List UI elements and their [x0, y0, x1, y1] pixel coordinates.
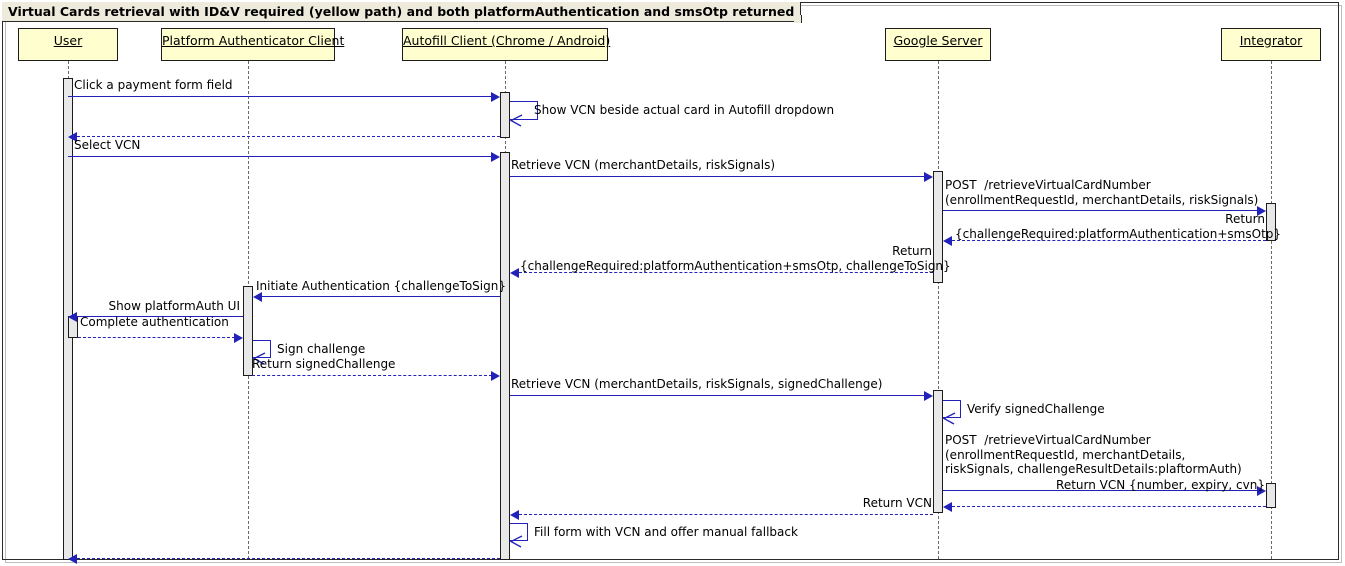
message-arrowhead-1	[491, 92, 500, 102]
message-arrow-9	[262, 296, 500, 297]
message-arrow-1	[68, 96, 492, 97]
activation-platform-authenticator-client	[243, 286, 253, 376]
message-arrowhead-4	[491, 152, 500, 162]
message-label-4: Select VCN	[74, 138, 141, 152]
participant-autofill-client-label: Autofill Client (Chrome / Android)	[403, 33, 611, 48]
message-selfcall-2	[510, 101, 538, 120]
message-label-6: POST /retrieveVirtualCardNumber (enrollm…	[945, 178, 1259, 207]
message-arrowhead-12	[252, 352, 266, 365]
participant-google-server[interactable]: Google Server	[885, 28, 991, 61]
participant-user-label: User	[53, 33, 83, 48]
activation-autofill-client-1	[500, 92, 510, 138]
message-arrow-6	[943, 210, 1258, 211]
message-arrowhead-14	[924, 391, 933, 401]
message-arrow-7	[952, 240, 1266, 241]
message-arrowhead-6	[1257, 206, 1266, 216]
message-arrowhead-2	[509, 114, 523, 127]
message-arrowhead-10	[68, 312, 77, 322]
message-arrow-4	[68, 156, 492, 157]
message-selfcall-19	[510, 523, 528, 541]
activation-autofill-client-2	[500, 152, 510, 560]
message-arrow-3	[77, 136, 500, 137]
message-arrowhead-17	[943, 502, 952, 512]
message-arrow-16	[943, 490, 1258, 491]
activation-integrator-2	[1266, 483, 1276, 508]
message-arrowhead-16	[1257, 486, 1266, 496]
message-arrowhead-11	[234, 333, 243, 343]
message-arrowhead-19	[509, 535, 523, 548]
message-arrowhead-9	[253, 292, 262, 302]
message-label-11: Complete authentication	[80, 315, 229, 329]
message-arrowhead-13	[491, 371, 500, 381]
message-label-2: Show VCN beside actual card in Autofill …	[534, 103, 835, 117]
message-label-14: Retrieve VCN (merchantDetails, riskSigna…	[511, 377, 883, 391]
message-label-10: Show platformAuth UI	[108, 299, 240, 313]
lifeline-integrator	[1271, 61, 1272, 559]
message-selfcall-12	[253, 340, 271, 358]
activation-google-server-1	[933, 171, 943, 283]
message-label-19: Fill form with VCN and offer manual fall…	[534, 525, 798, 539]
message-label-8: Return {challengeRequired:platformAuthen…	[520, 244, 951, 273]
participant-integrator-label: Integrator	[1239, 33, 1303, 48]
message-label-15: Verify signedChallenge	[967, 402, 1105, 416]
message-label-1: Click a payment form field	[74, 78, 233, 92]
message-label-16: POST /retrieveVirtualCardNumber (enrollm…	[945, 433, 1242, 476]
message-arrow-18	[519, 514, 933, 515]
participant-autofill-client[interactable]: Autofill Client (Chrome / Android)	[402, 28, 611, 61]
message-arrowhead-15	[942, 412, 956, 425]
lifeline-google-server	[938, 61, 939, 559]
message-arrowhead-3	[68, 132, 77, 142]
activation-integrator-1	[1266, 203, 1276, 241]
message-label-18: Return VCN	[862, 496, 932, 510]
message-arrowhead-20	[68, 554, 77, 564]
activation-google-server-2	[933, 390, 943, 513]
message-arrow-20	[77, 558, 500, 559]
message-arrow-10	[77, 316, 243, 317]
participant-integrator[interactable]: Integrator	[1221, 28, 1321, 61]
message-arrow-13	[252, 375, 492, 376]
message-arrow-11	[78, 337, 235, 338]
message-label-13: Return signedChallenge	[252, 357, 396, 371]
message-label-12: Sign challenge	[277, 342, 366, 356]
message-label-9: Initiate Authentication {challengeToSign…	[256, 279, 506, 293]
message-arrow-17	[952, 506, 1266, 507]
message-arrowhead-5	[924, 172, 933, 182]
participant-platform-authenticator-client-label: Platform Authenticator Client	[162, 33, 345, 48]
message-label-5: Retrieve VCN (merchantDetails, riskSigna…	[511, 158, 775, 172]
participant-google-server-label: Google Server	[893, 33, 983, 48]
message-label-7: Return {challengeRequired:platformAuthen…	[955, 212, 1282, 241]
diagram-title-notch	[794, 15, 803, 23]
message-arrowhead-8	[510, 268, 519, 278]
diagram-title: Virtual Cards retrieval with ID&V requir…	[2, 2, 802, 22]
message-selfcall-15	[943, 400, 961, 418]
message-arrow-8	[519, 272, 933, 273]
participant-user[interactable]: User	[18, 28, 118, 61]
message-label-17: Return VCN {number, expiry, cvn}	[1056, 478, 1265, 492]
message-arrow-5	[510, 176, 925, 177]
message-arrowhead-18	[510, 510, 519, 520]
message-arrow-14	[510, 395, 925, 396]
participant-platform-authenticator-client[interactable]: Platform Authenticator Client	[161, 28, 344, 61]
message-arrowhead-7	[943, 236, 952, 246]
